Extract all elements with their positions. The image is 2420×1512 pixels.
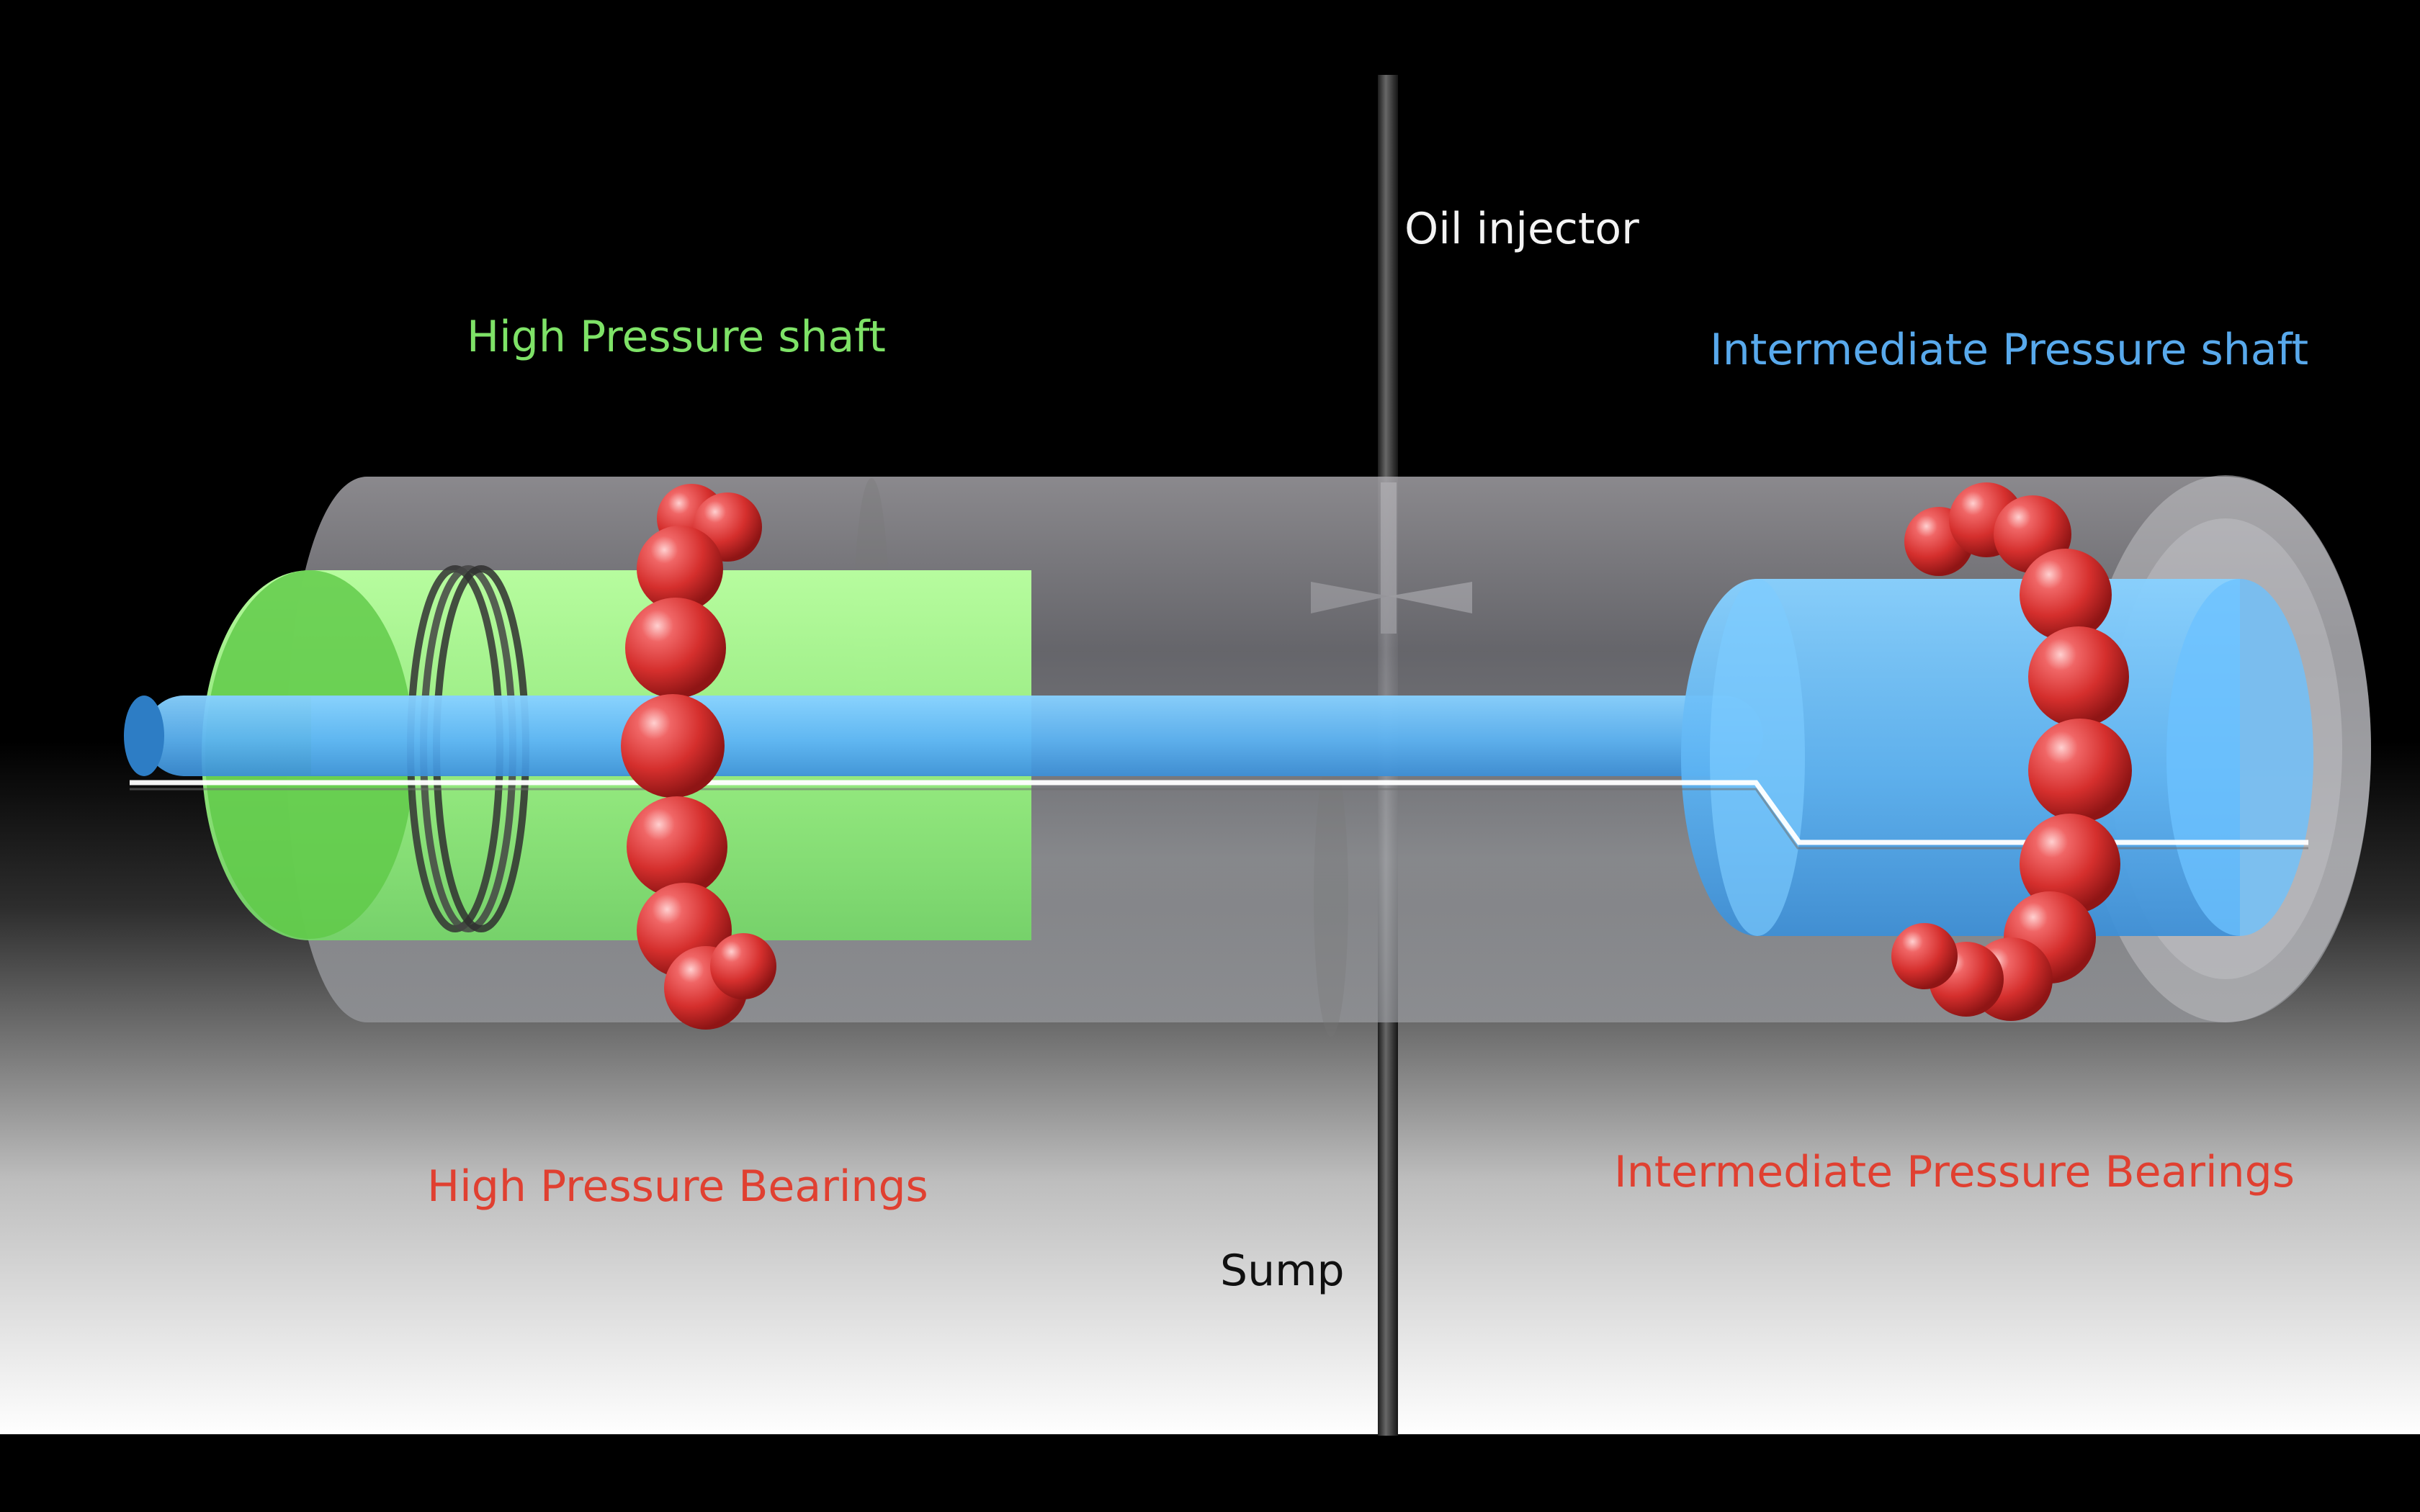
oil-injector-label: Oil injector: [1404, 204, 1639, 254]
high-pressure-bearings-label: High Pressure Bearings: [427, 1161, 928, 1212]
intermediate-pressure-bearings-label: Intermediate Pressure Bearings: [1614, 1147, 2295, 1197]
intermediate-pressure-shaft-label: Intermediate Pressure shaft: [1710, 325, 2309, 375]
sump-label: Sump: [1220, 1246, 1345, 1296]
high-pressure-shaft-label: High Pressure shaft: [467, 312, 886, 362]
